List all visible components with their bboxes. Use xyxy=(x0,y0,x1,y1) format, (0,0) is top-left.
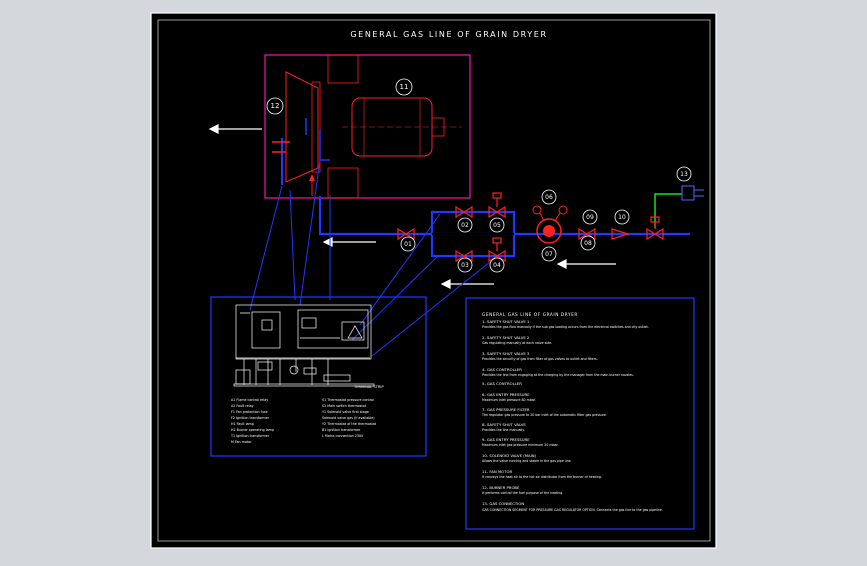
svg-text:A1 Flame control relay: A1 Flame control relay xyxy=(231,398,268,402)
svg-text:8- SAFETY SHUT VALVE: 8- SAFETY SHUT VALVE xyxy=(482,422,526,427)
svg-text:A2 Fault relay: A2 Fault relay xyxy=(231,404,254,408)
gas-filter xyxy=(611,228,631,240)
valve-main xyxy=(646,227,664,241)
callout-10: 10 xyxy=(618,214,626,221)
svg-text:T1 Ignition transformer: T1 Ignition transformer xyxy=(230,434,270,438)
callouts xyxy=(266,78,692,273)
schematic-legend-right: S1 Thermostat pressure control S2 Main s… xyxy=(322,398,377,438)
svg-text:12- BURNER PROBE: 12- BURNER PROBE xyxy=(482,485,520,490)
terminal-strip-label: TERMINAL STRIP xyxy=(353,385,384,389)
callout-07: 07 xyxy=(545,251,553,258)
svg-text:H2 Burner operating lamp: H2 Burner operating lamp xyxy=(231,428,274,432)
electrical-schematic: TERMINAL STRIP A1 Flame control relay A2… xyxy=(210,296,427,457)
drawing-inner-border xyxy=(157,19,711,542)
valve-02 xyxy=(455,205,473,219)
callout-08: 08 xyxy=(584,240,592,247)
svg-text:1- SAFETY SHUT VALVE 1: 1- SAFETY SHUT VALVE 1 xyxy=(482,319,530,324)
lower-box xyxy=(327,167,359,199)
svg-text:M Fan motor: M Fan motor xyxy=(231,440,252,444)
svg-text:4- GAS CONTROLLER: 4- GAS CONTROLLER xyxy=(482,367,522,372)
svg-text:9- GAS ENTRY PRESSURE: 9- GAS ENTRY PRESSURE xyxy=(482,437,530,442)
schematic-legend-left: A1 Flame control relay A2 Fault relay F1… xyxy=(230,398,274,444)
svg-text:L Mains connection 230V: L Mains connection 230V xyxy=(322,434,364,438)
callout-03: 03 xyxy=(461,262,469,269)
gas-connection-fitting xyxy=(681,185,695,201)
svg-text:Provides the line manually.: Provides the line manually. xyxy=(482,428,525,432)
callout-06: 06 xyxy=(545,194,553,201)
svg-text:F1 Fan protection fuse: F1 Fan protection fuse xyxy=(231,410,268,414)
svg-text:6- GAS ENTRY PRESSURE: 6- GAS ENTRY PRESSURE xyxy=(482,392,530,397)
svg-text:Allows the valve running and s: Allows the valve running and stable in t… xyxy=(482,459,572,463)
svg-text:F2 Ignition transformer: F2 Ignition transformer xyxy=(231,416,270,420)
valve-group xyxy=(397,192,664,263)
svg-text:13- GAS CONNECTION: 13- GAS CONNECTION xyxy=(482,501,524,506)
pressure-regulator xyxy=(532,205,568,244)
description-panel: GENERAL GAS LINE OF GRAIN DRYER 1- SAFET… xyxy=(465,297,695,530)
valve-05 xyxy=(488,205,506,219)
valve-04 xyxy=(488,249,506,263)
burner-enclosure xyxy=(264,54,471,199)
callout-labels: 01 02 03 04 05 06 07 08 09 10 11 12 13 xyxy=(271,83,688,269)
svg-text:5- GAS CONTROLLER: 5- GAS CONTROLLER xyxy=(482,381,522,386)
svg-text:GAS CONNECTION SEGMENT FOR PRE: GAS CONNECTION SEGMENT FOR PRESSURE GAS … xyxy=(482,508,663,512)
callout-04: 04 xyxy=(493,262,501,269)
svg-text:B1 Ignition transformer: B1 Ignition transformer xyxy=(322,428,361,432)
callout-02: 02 xyxy=(461,222,469,229)
svg-text:Y2 Thermostat of the thermost: Y2 Thermostat of the thermostat xyxy=(322,422,377,426)
svg-text:3- SAFETY SHUT VALVE 3: 3- SAFETY SHUT VALVE 3 xyxy=(482,351,530,356)
control-wiring xyxy=(249,159,491,357)
svg-text:S1 Thermostat pressure contro: S1 Thermostat pressure control xyxy=(322,398,374,402)
valve-03 xyxy=(455,249,473,263)
valve-01 xyxy=(397,227,415,241)
valve-08 xyxy=(578,227,596,241)
svg-text:Provides the security of gas f: Provides the security of gas from filter… xyxy=(482,357,598,361)
svg-text:7- GAS PRESSURE FILTER: 7- GAS PRESSURE FILTER xyxy=(482,407,530,412)
callout-13: 13 xyxy=(680,171,688,178)
svg-text:Gas regulating manually at eac: Gas regulating manually at each valve si… xyxy=(482,341,552,345)
fan-motor xyxy=(342,97,462,157)
callout-12: 12 xyxy=(271,102,280,110)
burner-tube xyxy=(311,81,321,173)
svg-text:Maximum inlet gas pressure min: Maximum inlet gas pressure minimum 20 mb… xyxy=(482,443,559,447)
drawing-sheet xyxy=(150,12,717,549)
callout-01: 01 xyxy=(404,241,412,248)
drawing-title: GENERAL GAS LINE OF GRAIN DRYER xyxy=(350,30,547,39)
description-title: GENERAL GAS LINE OF GRAIN DRYER xyxy=(482,312,578,317)
svg-text:11- FAN MOTOR: 11- FAN MOTOR xyxy=(482,469,512,474)
burner-head xyxy=(285,71,319,183)
callout-11: 11 xyxy=(400,83,409,91)
svg-text:It conveys the heat air to the: It conveys the heat air to the hot air d… xyxy=(482,475,602,479)
upper-box xyxy=(327,54,359,84)
description-item-13: 13- GAS CONNECTION GAS CONNECTION SEGMENT… xyxy=(482,501,663,512)
svg-text:It performs control the fuel p: It performs control the fuel purpose of … xyxy=(482,491,563,495)
svg-text:Y1 Solenoid valve first stage: Y1 Solenoid valve first stage xyxy=(322,410,369,414)
description-item-10: 10- SOLENOID VALVE (MAIN)Allows the valv… xyxy=(482,453,572,463)
svg-text:Maximum inlet pressure 80 mbar: Maximum inlet pressure 80 mbar. xyxy=(482,398,536,402)
description-item-5: 5- GAS CONTROLLER xyxy=(482,381,522,386)
svg-text:Provides the line from engagin: Provides the line from engaging at the c… xyxy=(482,373,634,377)
svg-text:10- SOLENOID VALVE (MAIN): 10- SOLENOID VALVE (MAIN) xyxy=(482,453,537,458)
svg-text:H1 Fault lamp: H1 Fault lamp xyxy=(231,422,254,426)
svg-text:2- SAFETY SHUT VALVE 2: 2- SAFETY SHUT VALVE 2 xyxy=(482,335,530,340)
burner-unit xyxy=(264,54,471,199)
svg-text:Provides the gas flow manually: Provides the gas flow manually if the su… xyxy=(482,325,649,329)
svg-text:The regulator gas pressure to: The regulator gas pressure to 20 bar inl… xyxy=(481,413,607,417)
callout-05: 05 xyxy=(493,222,501,229)
svg-text:S2 Main switch thermostat: S2 Main switch thermostat xyxy=(322,404,367,408)
callout-09: 09 xyxy=(586,214,594,221)
svg-text:Solenoid valve gas (if availab: Solenoid valve gas (if available) xyxy=(322,416,375,420)
